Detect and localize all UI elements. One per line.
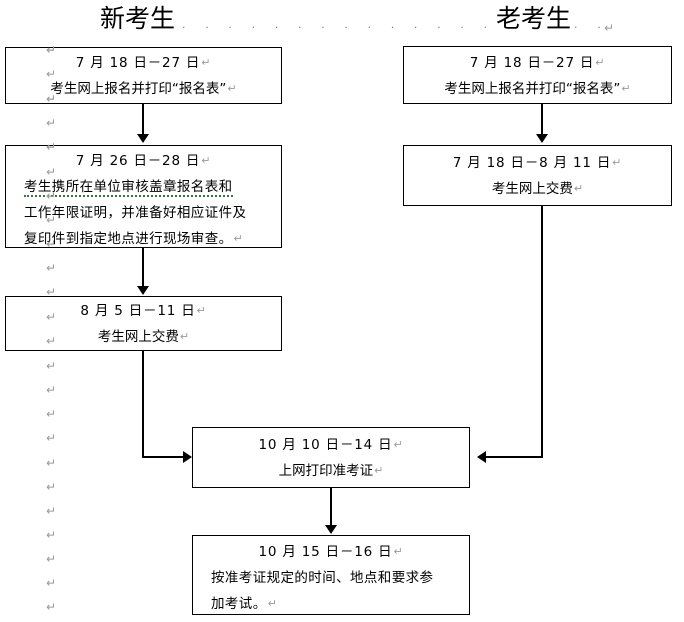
paragraph-mark: ↵ xyxy=(46,165,57,179)
paragraph-mark: ↵ xyxy=(46,600,57,614)
connector-new3-to-merge-arrow xyxy=(183,451,192,463)
paragraph-mark: ↵ xyxy=(46,140,57,154)
paragraph-mark: ↵ xyxy=(46,67,57,81)
node-final-text-line-2: 加考试。↵ xyxy=(211,596,278,612)
heading-leader-dots-tail: · · xyxy=(574,26,600,30)
paragraph-mark: ↵ xyxy=(267,597,278,610)
paragraph-mark: ↵ xyxy=(46,237,57,251)
paragraph-mark: ↵ xyxy=(46,140,57,154)
paragraph-mark: ↵ xyxy=(201,56,212,69)
connector-new1-to-new2-arrow xyxy=(137,134,149,143)
connector-old2-to-merge-vline xyxy=(541,206,543,458)
node-final-date: 10 月 15 日－16 日↵ xyxy=(258,544,404,560)
node-new-step-1[interactable]: 7 月 18 日－27 日↵ 考生网上报名并打印“报名表”↵ xyxy=(5,47,282,104)
paragraph-mark: ↵ xyxy=(227,82,237,95)
paragraph-mark: ↵ xyxy=(393,545,404,558)
node-new-step-2[interactable]: 7 月 26 日－28 日↵ 考生携所在单位审核盖章报名表和 工作年限证明，并准… xyxy=(5,145,282,248)
paragraph-mark: ↵ xyxy=(46,456,57,470)
paragraph-mark: ↵ xyxy=(595,56,606,69)
node-final-exam[interactable]: 10 月 15 日－16 日↵ 按准考证规定的时间、地点和要求参 加考试。↵ xyxy=(192,535,470,615)
connector-merge-to-final-line xyxy=(330,488,332,526)
paragraph-mark: ↵ xyxy=(233,232,244,245)
connector-new1-to-new2-line xyxy=(142,104,144,136)
paragraph-mark: ↵ xyxy=(46,383,57,397)
node-new-step-1-date: 7 月 18 日－27 日↵ xyxy=(75,55,212,71)
node-old-step-2-text: 考生网上交费↵ xyxy=(491,181,584,197)
node-new-step-2-text-line-2: 工作年限证明，并准备好相应证件及 xyxy=(24,205,247,221)
paragraph-mark: ↵ xyxy=(46,92,57,106)
connector-old1-to-old2-line xyxy=(541,104,543,136)
node-old-step-1[interactable]: 7 月 18 日－27 日↵ 考生网上报名并打印“报名表”↵ xyxy=(403,46,672,104)
column-heading-old-candidates: 老考生 xyxy=(496,4,572,33)
node-merge-print-admission-ticket[interactable]: 10 月 10 日－14 日↵ 上网打印准考证↵ xyxy=(192,427,470,488)
paragraph-mark: ↵ xyxy=(46,261,57,275)
paragraph-mark: ↵ xyxy=(46,576,57,590)
paragraph-mark: ↵ xyxy=(46,43,57,57)
paragraph-mark: ↵ xyxy=(46,334,57,348)
paragraph-mark: ↵ xyxy=(46,431,57,445)
connector-new2-to-new3-line xyxy=(142,248,144,287)
paragraph-mark: ↵ xyxy=(573,182,584,195)
paragraph-mark: ↵ xyxy=(46,552,57,566)
paragraph-mark: ↵ xyxy=(46,407,57,421)
paragraph-mark: ↵ xyxy=(46,528,57,542)
connector-old2-to-merge-arrow xyxy=(477,451,486,463)
paragraph-mark: ↵ xyxy=(46,43,57,57)
node-old-step-1-text: 考生网上报名并打印“报名表”↵ xyxy=(444,81,631,97)
node-new-step-3-text: 考生网上交费↵ xyxy=(97,329,190,345)
connector-merge-to-final-arrow xyxy=(325,525,337,534)
node-new-step-2-date: 7 月 26 日－28 日↵ xyxy=(75,153,212,169)
connector-new3-to-merge-vline xyxy=(142,351,144,457)
paragraph-mark: ↵ xyxy=(621,82,631,95)
paragraph-mark: ↵ xyxy=(46,116,57,130)
paragraph-mark: ↵ xyxy=(374,464,384,477)
paragraph-mark: ↵ xyxy=(393,438,404,451)
node-old-step-2[interactable]: 7 月 18 日－8 月 11 日↵ 考生网上交费↵ xyxy=(403,145,672,206)
node-new-step-1-text: 考生网上报名并打印“报名表”↵ xyxy=(50,81,237,97)
paragraph-mark: ↵ xyxy=(46,237,57,251)
paragraph-mark: ↵ xyxy=(46,189,57,203)
paragraph-mark: ↵ xyxy=(179,330,190,343)
node-final-text-line-1: 按准考证规定的时间、地点和要求参 xyxy=(211,570,434,586)
connector-new2-to-new3-arrow xyxy=(137,286,149,295)
node-old-step-1-date: 7 月 18 日－27 日↵ xyxy=(469,55,606,71)
node-new-step-3[interactable]: 8 月 5 日－11 日↵ 考生网上交费↵ xyxy=(5,296,282,351)
spellcheck-underline: 考生携所在单位审核盖章报名表和 xyxy=(24,179,233,197)
paragraph-mark: ↵ xyxy=(46,92,57,106)
node-old-step-2-date: 7 月 18 日－8 月 11 日↵ xyxy=(452,155,623,171)
node-merge-text: 上网打印准考证↵ xyxy=(278,463,384,479)
paragraph-mark: ↵ xyxy=(46,189,57,203)
paragraph-mark: ↵ xyxy=(612,156,623,169)
column-heading-new-candidates: 新考生 xyxy=(100,4,176,33)
node-new-step-2-text-line-3: 复印件到指定地点进行现场审查。↵ xyxy=(24,231,244,247)
paragraph-mark: ↵ xyxy=(46,359,57,373)
node-new-step-3-date: 8 月 5 日－11 日↵ xyxy=(80,303,207,319)
paragraph-mark: ↵ xyxy=(46,480,57,494)
paragraph-mark: ↵ xyxy=(201,154,212,167)
paragraph-mark-heading: ↵ xyxy=(604,21,615,35)
connector-old2-to-merge-hline xyxy=(486,456,543,458)
paragraph-mark: ↵ xyxy=(46,285,57,299)
connector-new3-to-merge-hline xyxy=(142,456,186,458)
node-new-step-2-text-line-1: 考生携所在单位审核盖章报名表和 xyxy=(6,174,281,200)
paragraph-mark: ↵ xyxy=(46,213,57,227)
heading-leader-dots: · · · · · · · · · · · · · · · · · · · · … xyxy=(182,26,492,30)
node-merge-date: 10 月 10 日－14 日↵ xyxy=(258,437,404,453)
connector-old1-to-old2-arrow xyxy=(536,134,548,143)
paragraph-mark: ↵ xyxy=(196,304,207,317)
paragraph-mark: ↵ xyxy=(46,504,57,518)
paragraph-mark: ↵ xyxy=(46,310,57,324)
